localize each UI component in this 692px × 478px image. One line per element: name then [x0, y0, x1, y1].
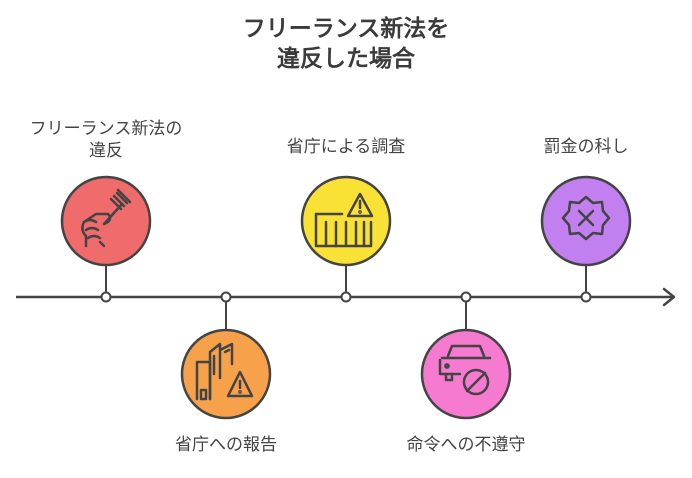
step-1-node	[60, 175, 152, 267]
timeline-dot-4	[460, 291, 472, 303]
step-2-label-text: 省庁への報告	[175, 435, 277, 455]
step-2-node	[180, 328, 272, 420]
step-1-label-line-2: 違反	[89, 141, 123, 161]
step-4-label-text: 命令への不遵守	[406, 435, 526, 455]
step-2-label: 省庁への報告	[126, 434, 326, 456]
timeline-arrowhead-icon	[662, 287, 676, 307]
step-2-circle	[180, 328, 272, 420]
car-prohibited-icon	[438, 344, 492, 396]
investigation-warning-icon	[314, 192, 374, 248]
pitchfork-fist-icon	[81, 188, 132, 248]
step-5-label: 罰金の科し	[486, 136, 686, 158]
title-line-1: フリーランス新法を	[242, 16, 450, 42]
penalty-x-badge-icon	[561, 195, 611, 241]
timeline-dot-5	[580, 291, 592, 303]
step-4-label: 命令への不遵守	[366, 434, 566, 456]
diagram-title: フリーランス新法を 違反した場合	[0, 14, 692, 74]
step-5-circle	[540, 175, 632, 267]
building-warning-icon	[195, 342, 254, 401]
step-3-label: 省庁による調査	[246, 136, 446, 158]
step-1-label-line-1: フリーランス新法の	[29, 119, 183, 139]
step-4-node	[420, 328, 512, 420]
timeline-dot-2	[220, 291, 232, 303]
step-3-label-text: 省庁による調査	[286, 137, 406, 157]
timeline-dot-3	[340, 291, 352, 303]
title-line-2: 違反した場合	[277, 46, 415, 72]
step-1-label: フリーランス新法の 違反	[6, 118, 206, 162]
step-5-label-text: 罰金の科し	[543, 137, 629, 157]
step-3-node	[300, 175, 392, 267]
timeline-dot-1	[100, 291, 112, 303]
step-5-node	[540, 175, 632, 267]
